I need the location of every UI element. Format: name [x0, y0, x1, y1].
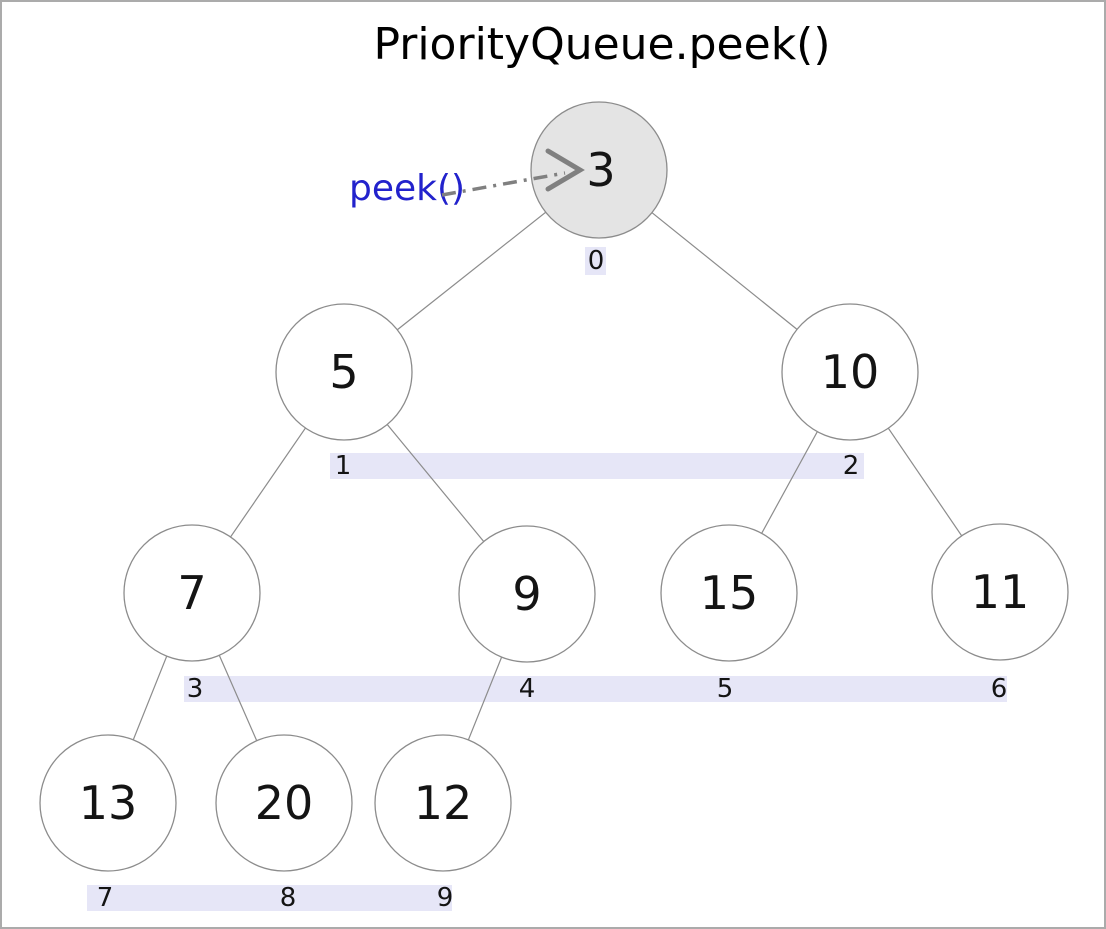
index-band-level-1 [330, 453, 864, 479]
index-band-level-2 [184, 676, 1007, 702]
heap-node-1 [275, 303, 413, 441]
heap-node-value-0: 3 [586, 143, 615, 197]
heap-index-7: 7 [97, 883, 114, 913]
heap-node-4 [458, 525, 596, 663]
heap-node-2 [781, 303, 919, 441]
heap-node-5 [660, 524, 798, 662]
heap-index-4: 4 [519, 674, 536, 704]
index-badge-0 [585, 247, 606, 275]
heap-node-value-4: 9 [512, 567, 541, 621]
heap-index-5: 5 [717, 674, 734, 704]
heap-index-1: 1 [335, 451, 352, 481]
figure-title: PriorityQueue.peek() [373, 19, 830, 70]
heap-node-value-8: 20 [255, 776, 314, 830]
peek-arrow-line [441, 171, 566, 197]
peek-arrow-icon [545, 148, 585, 192]
heap-node-6 [931, 523, 1069, 661]
heap-index-9: 9 [437, 883, 454, 913]
heap-node-7 [39, 734, 177, 872]
heap-node-3 [123, 524, 261, 662]
heap-node-value-9: 12 [414, 776, 473, 830]
peek-annotation: peek() [349, 168, 465, 209]
heap-index-3: 3 [187, 674, 204, 704]
heap-node-value-5: 15 [700, 566, 759, 620]
heap-index-8: 8 [280, 883, 297, 913]
heap-index-2: 2 [843, 451, 860, 481]
heap-node-value-6: 11 [971, 565, 1030, 619]
heap-node-value-2: 10 [821, 345, 880, 399]
heap-node-value-3: 7 [177, 566, 206, 620]
heap-node-0-root [530, 101, 668, 239]
heap-index-6: 6 [991, 674, 1008, 704]
heap-index-0: 0 [588, 246, 605, 276]
heap-node-value-7: 13 [79, 776, 138, 830]
heap-node-8 [215, 734, 353, 872]
heap-node-value-1: 5 [329, 345, 358, 399]
heap-node-9 [374, 734, 512, 872]
index-band-level-3 [87, 885, 452, 911]
